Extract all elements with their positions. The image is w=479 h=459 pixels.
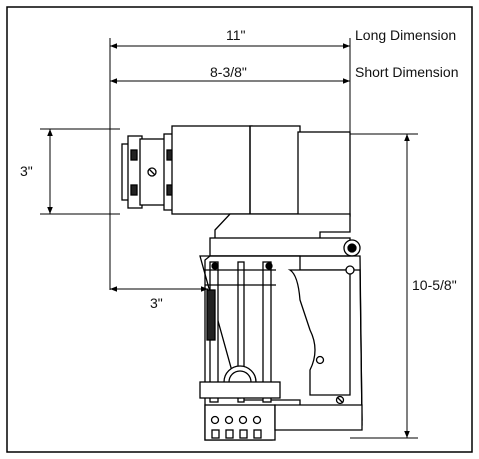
long-dimension-caption: Long Dimension (355, 27, 456, 43)
dimension-lines (40, 38, 418, 439)
outer-frame (6, 6, 473, 453)
bottom-offset-value: 3" (150, 295, 163, 311)
long-dimension-value: 11" (226, 27, 246, 43)
tool-drawing (121, 125, 363, 441)
short-dimension-caption: Short Dimension (355, 64, 459, 80)
short-dimension-value: 8-3/8" (210, 64, 247, 80)
right-height-value: 10-5/8" (412, 277, 457, 293)
left-height-value: 3" (20, 163, 33, 179)
